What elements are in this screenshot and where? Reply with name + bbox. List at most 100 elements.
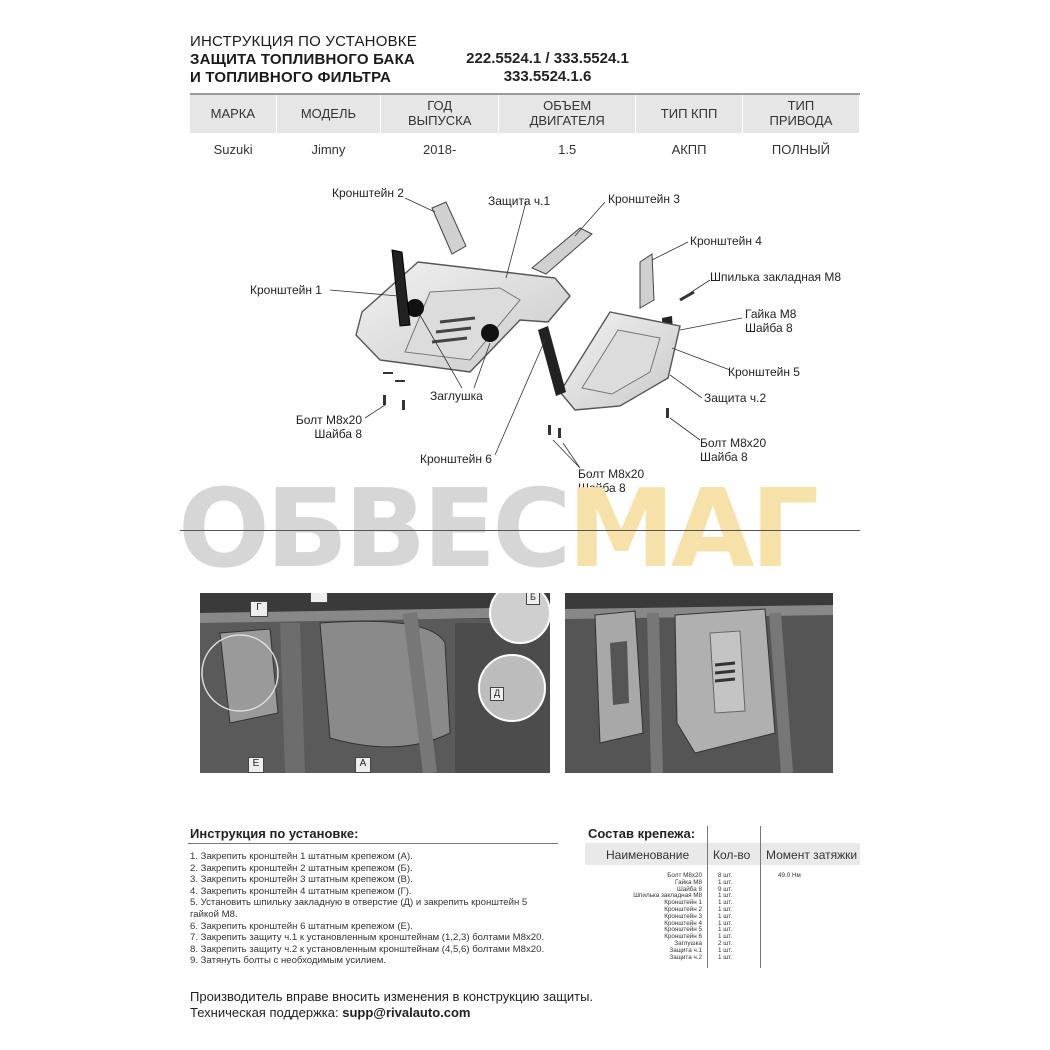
fasteners-title: Состав крепежа:	[588, 826, 696, 841]
spec-col-model: МОДЕЛЬ	[276, 93, 382, 133]
spec-brand: Suzuki	[213, 141, 253, 157]
doc-subtitle: ИНСТРУКЦИЯ ПО УСТАНОВКЕ	[190, 33, 417, 50]
label-stud: Шпилька закладная М8	[710, 270, 842, 284]
instruction-step: 7. Закрепить защиту ч.1 к установленным …	[190, 932, 545, 944]
instruction-step: гайкой М8.	[190, 908, 238, 920]
label-bracket5: Кронштейн 5	[728, 365, 800, 379]
watermark-part2: МАГ	[567, 467, 819, 592]
fasteners-names: Болт М8х20 Гайка М8 Шайба 8 Шпилька закл…	[600, 872, 702, 961]
instruction-step: 2. Закрепить кронштейн 2 штатным крепежо…	[190, 862, 413, 874]
spec-value-row: Suzuki Jimny 2018- 1.5 АКПП ПОЛНЫЙ	[190, 133, 860, 165]
fasteners-torque: 49.0 Нм	[778, 872, 838, 880]
bracket2-shape	[431, 201, 467, 255]
spec-model: Jimny	[311, 141, 346, 157]
instruction-step: 1. Закрепить кронштейн 1 штатным крепежо…	[190, 851, 413, 862]
fastener-name: Кронштейн 4	[664, 919, 702, 927]
bolts	[383, 372, 669, 438]
fasteners-header-bg	[585, 843, 860, 865]
watermark-part1: ОБВЕС	[178, 467, 571, 592]
fastener-name: Кронштейн 1	[664, 899, 702, 907]
part-codes: 222.5524.1 / 333.5524.1 333.5524.1.6	[440, 51, 655, 85]
label-cover1: Защита ч.1	[488, 194, 551, 208]
instructions-list: 1. Закрепить кронштейн 1 штатным крепежо…	[190, 851, 570, 967]
watermark-rule	[180, 530, 860, 531]
marker-e: Е	[248, 757, 264, 773]
fastener-qty: 1 шт.	[718, 953, 733, 961]
leader-lines	[329, 197, 743, 469]
fastener-name: Заглушка	[674, 939, 702, 947]
fastener-qty: 1 шт.	[718, 946, 733, 954]
fastener-qty: 1 шт.	[718, 912, 733, 920]
fastener-name: Болт М8х20	[667, 872, 702, 879]
fastener-qty: 1 шт.	[718, 892, 733, 900]
marker-b: Б	[526, 593, 540, 605]
fastener-name: Кронштейн 5	[664, 926, 702, 934]
fasteners-divider-2	[760, 826, 761, 968]
spec-col-gearbox: ТИП КПП	[635, 93, 743, 133]
product-title-line2: И ТОПЛИВНОГО ФИЛЬТРА	[190, 69, 392, 86]
product-title-line1: ЗАЩИТА ТОПЛИВНОГО БАКА	[190, 51, 415, 68]
fastener-qty: 1 шт.	[718, 933, 733, 941]
fastener-name: Шпилька закладная М8	[633, 892, 702, 900]
cover-part2	[559, 311, 681, 411]
spec-engine: 1.5	[558, 141, 577, 157]
fastener-qty: 1 шт.	[718, 905, 733, 913]
support-label: Техническая поддержка:	[190, 1005, 339, 1020]
label-bracket2: Кронштейн 2	[332, 186, 404, 200]
bracket6-shape	[538, 326, 566, 396]
fastener-qty: 9 шт.	[718, 885, 733, 893]
fasteners-qty: 8 шт. 1 шт. 9 шт. 1 шт. 1 шт. 1 шт. 1 шт…	[718, 872, 758, 961]
stud-shape	[679, 290, 695, 302]
fasteners-col-name: Наименование	[606, 848, 690, 862]
footer-disclaimer: Производитель вправе вносить изменения в…	[190, 989, 594, 1004]
support-email[interactable]: supp@rivalauto.com	[342, 1005, 471, 1020]
fastener-name: Шайба 8	[676, 885, 702, 893]
fastener-qty: 2 шт.	[718, 939, 733, 947]
instruction-step: 9. Затянуть болты с необходимым усилием.	[190, 955, 387, 967]
marker-g: Г	[250, 601, 268, 617]
watermark: ОБВЕСМАГ	[178, 476, 878, 584]
bracket4-shape	[639, 253, 655, 309]
photo-after	[565, 593, 833, 773]
spec-year: 2018-	[423, 141, 457, 157]
label-bracket4: Кронштейн 4	[690, 234, 762, 248]
exploded-diagram	[329, 197, 743, 469]
spec-drive: ПОЛНЫЙ	[771, 141, 830, 157]
instructions-title: Инструкция по установке:	[190, 826, 359, 841]
marker-a: А	[355, 757, 371, 773]
bracket3-shape	[531, 227, 593, 275]
fastener-qty: 8 шт.	[718, 872, 733, 879]
fastener-name: Кронштейн 2	[664, 905, 702, 913]
spec-top-rule	[190, 93, 860, 95]
label-cover2: Защита ч.2	[704, 391, 767, 405]
label-bracket6: Кронштейн 6	[420, 452, 492, 466]
fastener-qty: 1 шт.	[718, 926, 733, 934]
instruction-step: 5. Установить шпильку закладную в отверс…	[190, 897, 528, 909]
spec-col-brand: МАРКА	[190, 93, 277, 133]
label-bracket1: Кронштейн 1	[250, 283, 322, 297]
fastener-qty: 1 шт.	[718, 919, 733, 927]
label-bracket3: Кронштейн 3	[608, 192, 680, 206]
fastener-torque: 49.0 Нм	[778, 872, 801, 879]
fastener-name: Защита ч.1	[669, 946, 702, 954]
fasteners-divider-1	[707, 826, 708, 968]
label-plug: Заглушка	[430, 389, 483, 403]
fasteners-col-qty: Кол-во	[713, 848, 751, 862]
instruction-step: 4. Закрепить кронштейн 4 штатным крепежо…	[190, 885, 412, 897]
instruction-step: 8. Закрепить защиту ч.2 к установленным …	[190, 943, 545, 955]
spec-gearbox: АКПП	[671, 141, 707, 157]
marker-d: Д	[490, 687, 504, 701]
photo-overlays	[201, 593, 550, 722]
fastener-name: Кронштейн 3	[664, 912, 702, 920]
fastener-qty: 1 шт.	[718, 878, 733, 886]
fastener-name: Кронштейн 6	[664, 933, 702, 941]
bracket1-shape	[391, 249, 411, 327]
fastener-name: Защита ч.2	[669, 953, 702, 961]
